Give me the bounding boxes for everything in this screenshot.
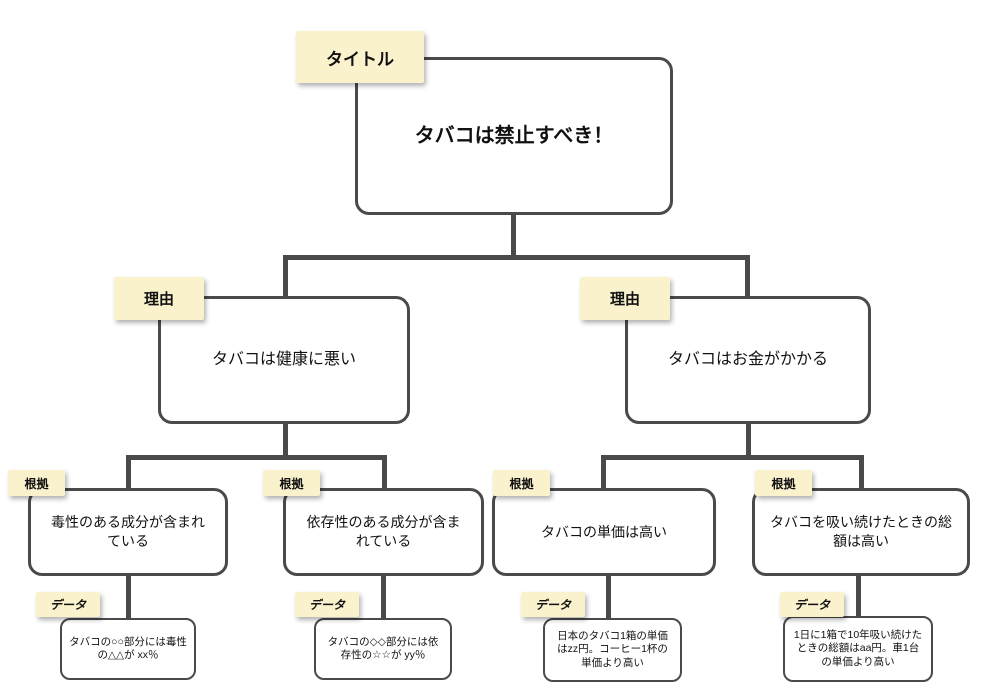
connector-reason-1-down [283, 424, 288, 460]
data-node-2[interactable]: タバコの◇◇部分には依存性の☆☆が yy％ [314, 618, 452, 680]
evidence-1-tag: 根拠 [8, 470, 65, 496]
connector-to-evidence-3 [601, 455, 606, 489]
connector-to-evidence-4 [859, 455, 864, 489]
evidence-4-text: タバコを吸い続けたときの総額は高い [770, 514, 952, 549]
evidence-3-text: タバコの単価は高い [541, 523, 667, 540]
connector-to-data-2 [381, 574, 386, 620]
connector-reason-1-split [126, 455, 387, 460]
connector-reason-2-down [746, 424, 751, 460]
connector-title-split [283, 255, 750, 260]
reason-2-tag: 理由 [580, 277, 670, 320]
data-node-4[interactable]: 1日に1箱で10年吸い続けたときの総額はaa円。車1台の単価より高い [783, 616, 933, 682]
reason-node-1[interactable]: タバコは健康に悪い [158, 296, 410, 424]
evidence-node-2[interactable]: 依存性のある成分が含まれている [283, 488, 484, 576]
connector-to-reason-2 [745, 255, 750, 297]
evidence-2-tag: 根拠 [263, 470, 320, 496]
connector-to-data-1 [126, 574, 131, 620]
evidence-node-3[interactable]: タバコの単価は高い [492, 488, 716, 576]
data-3-tag: データ [521, 592, 585, 617]
data-node-1[interactable]: タバコの○○部分には毒性の△△が xx％ [60, 618, 196, 680]
data-4-text: 1日に1箱で10年吸い続けたときの総額はaa円。車1台の単価より高い [793, 629, 923, 668]
connector-reason-2-split [601, 455, 864, 460]
data-1-text: タバコの○○部分には毒性の△△が xx％ [69, 635, 187, 661]
reason-2-text: タバコはお金がかかる [667, 351, 828, 369]
evidence-2-text: 依存性のある成分が含まれている [306, 514, 461, 549]
reason-1-tag: 理由 [114, 277, 204, 320]
connector-to-reason-1 [283, 255, 288, 297]
title-node[interactable]: タバコは禁止すべき！ [355, 57, 673, 215]
evidence-1-text: 毒性のある成分が含まれている [51, 514, 205, 549]
title-tag: タイトル [296, 31, 424, 83]
data-node-3[interactable]: 日本のタバコ1箱の単価はzz円。コーヒー1杯の単価より高い [543, 618, 682, 682]
data-2-text: タバコの◇◇部分には依存性の☆☆が yy％ [327, 635, 439, 661]
connector-to-data-3 [606, 574, 611, 620]
connector-to-data-4 [856, 574, 861, 620]
data-1-tag: データ [36, 592, 100, 617]
title-text: タバコは禁止すべき！ [414, 124, 614, 147]
evidence-node-4[interactable]: タバコを吸い続けたときの総額は高い [752, 488, 970, 576]
connector-to-evidence-2 [382, 455, 387, 489]
evidence-4-tag: 根拠 [755, 470, 812, 496]
data-4-tag: データ [780, 592, 844, 617]
data-3-text: 日本のタバコ1箱の単価はzz円。コーヒー1杯の単価より高い [557, 630, 668, 669]
connector-title-down [511, 215, 516, 259]
data-2-tag: データ [295, 592, 359, 617]
reason-1-text: タバコは健康に悪い [211, 351, 356, 369]
connector-to-evidence-1 [126, 455, 131, 489]
evidence-3-tag: 根拠 [493, 470, 550, 496]
evidence-node-1[interactable]: 毒性のある成分が含まれている [28, 488, 228, 576]
